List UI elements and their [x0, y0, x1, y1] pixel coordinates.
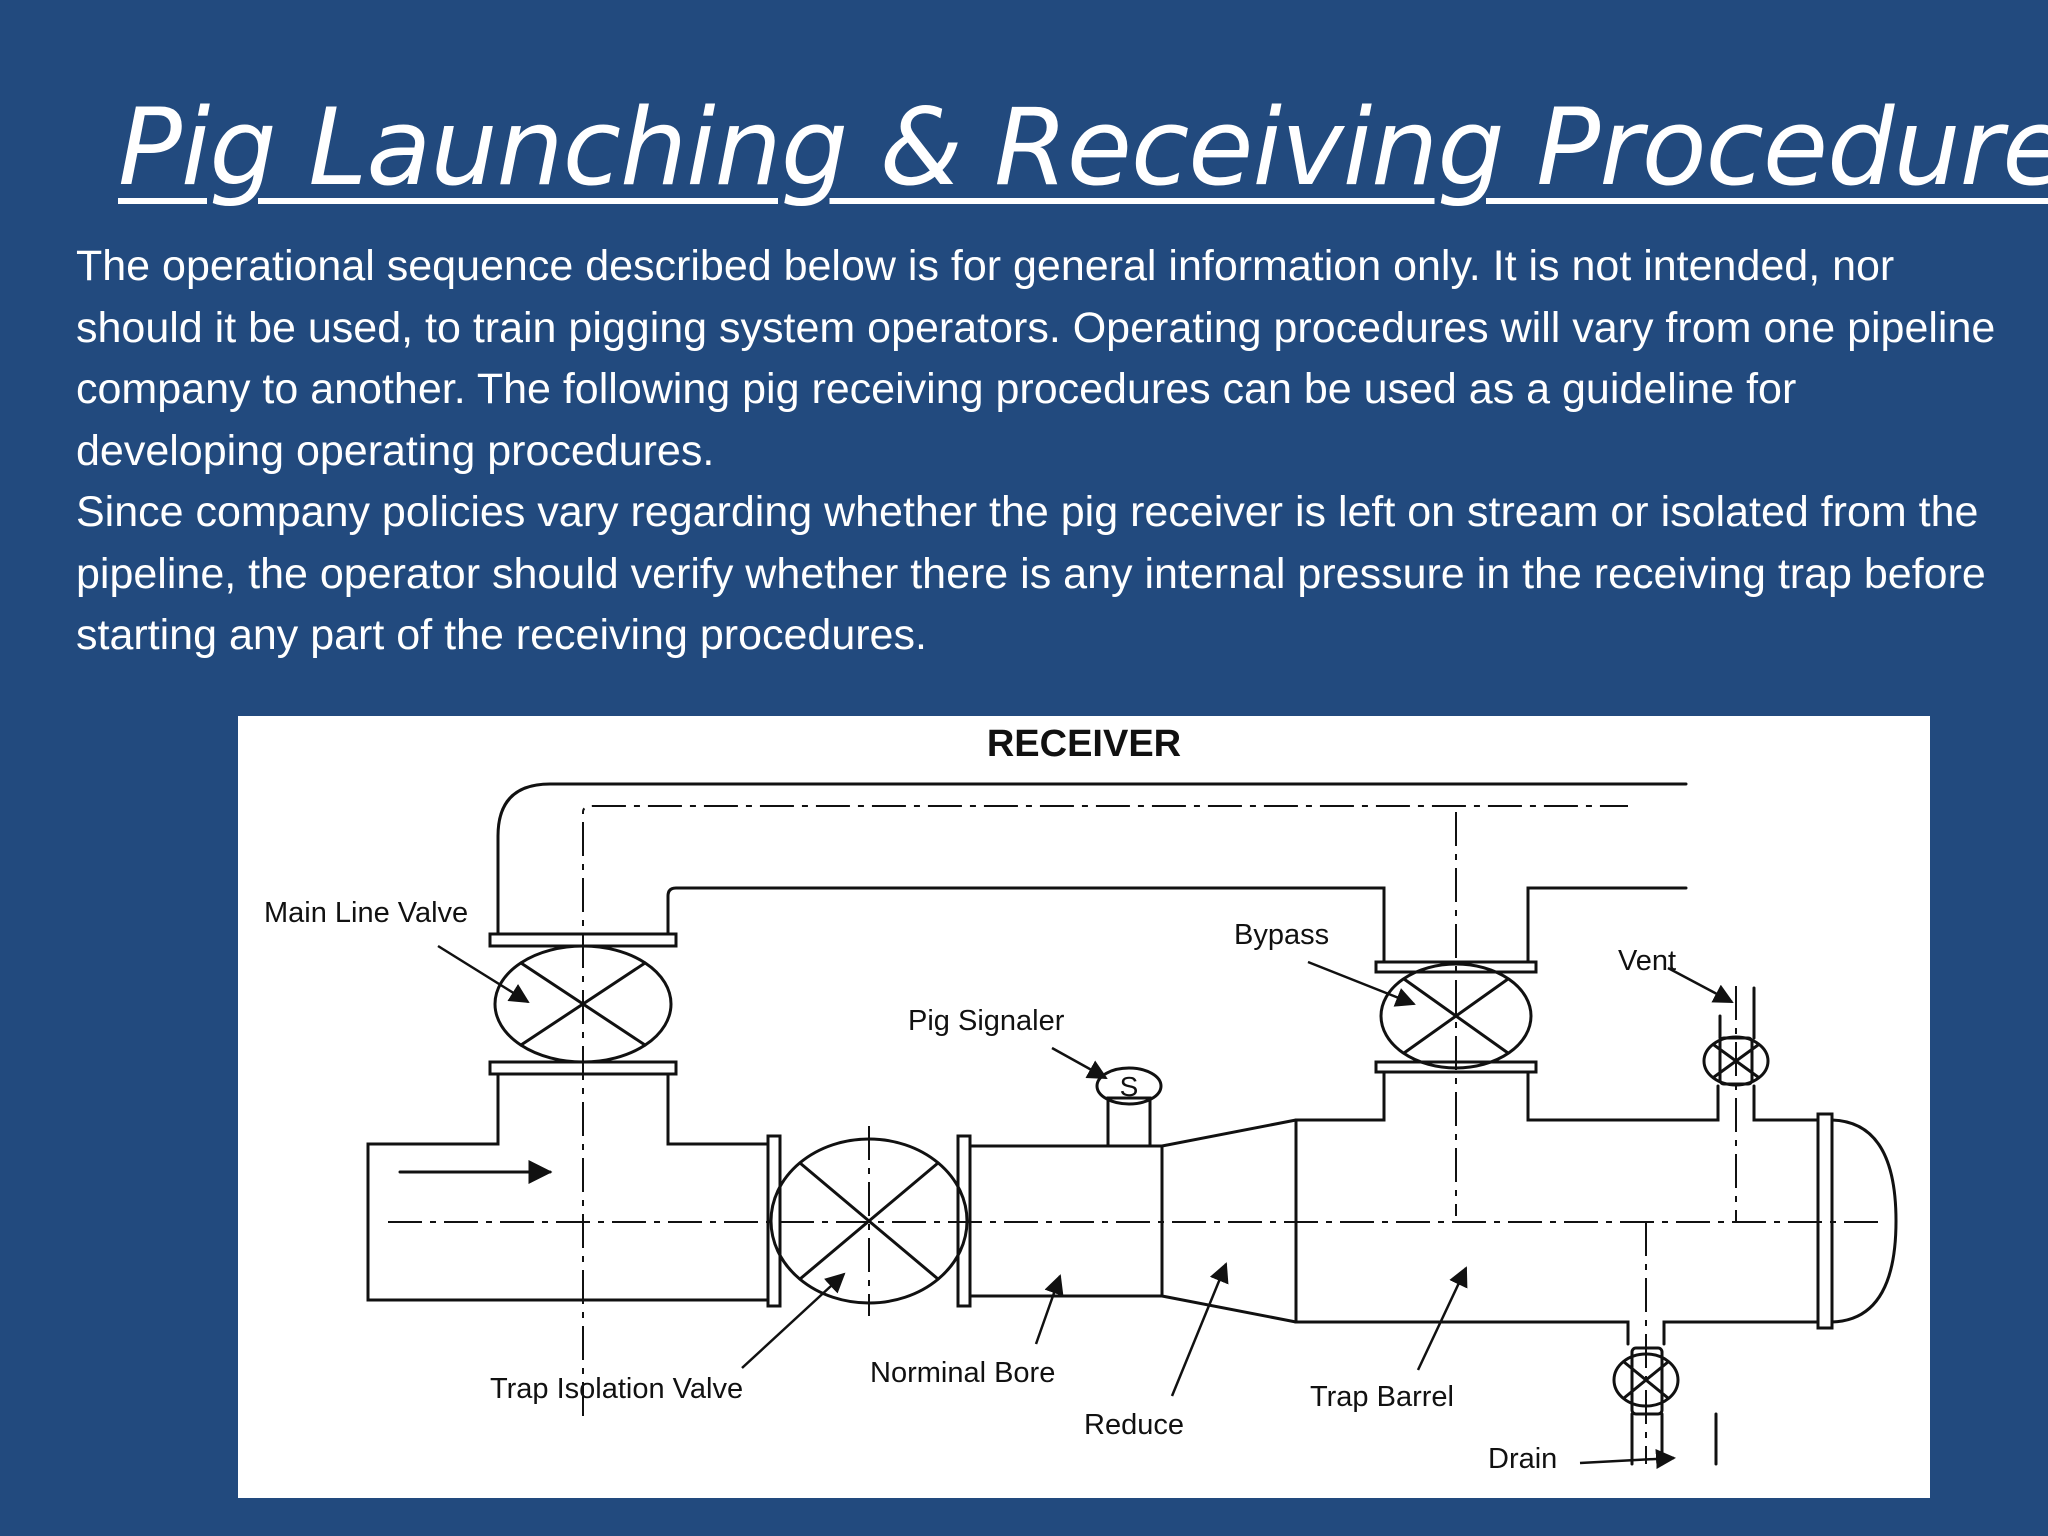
slide-body: The operational sequence described below… [76, 236, 2016, 667]
vent-branch-top [1526, 886, 1688, 964]
paragraph-disclaimer: The operational sequence described below… [76, 242, 1996, 475]
closure-door [1830, 1118, 1898, 1324]
label-pig-signaler: Pig Signaler [908, 1005, 1065, 1037]
pig-signaler-symbol [1095, 1066, 1163, 1106]
reducer [1160, 1118, 1298, 1324]
label-reduce: Reduce [1084, 1409, 1184, 1441]
header-pipe-outer [496, 782, 1688, 936]
label-drain: Drain [1488, 1443, 1557, 1475]
receiver-schematic: RECEIVER Main Line Valve Bypass Vent Pig… [264, 723, 1898, 1475]
diagram-heading: RECEIVER [987, 723, 1181, 765]
paragraph-policies: Since company policies vary regarding wh… [76, 488, 1986, 659]
label-norminal-bore: Norminal Bore [870, 1357, 1055, 1389]
label-trap-isolation-valve: Trap Isolation Valve [490, 1373, 743, 1405]
receiver-diagram: RECEIVER Main Line Valve Bypass Vent Pig… [238, 716, 1930, 1498]
label-trap-barrel: Trap Barrel [1310, 1381, 1454, 1413]
label-main-line-valve: Main Line Valve [264, 897, 468, 929]
header-pipe-inner [666, 886, 1386, 964]
label-vent: Vent [1618, 945, 1676, 977]
pig-signaler-stub [1106, 1096, 1152, 1148]
slide-title: Pig Launching & Receiving Procedures [118, 86, 2048, 209]
trap-barrel [1294, 1070, 1820, 1122]
label-bypass: Bypass [1234, 919, 1329, 951]
label-signaler-symbol: S [1120, 1071, 1139, 1102]
inlet-tee [366, 1072, 770, 1302]
